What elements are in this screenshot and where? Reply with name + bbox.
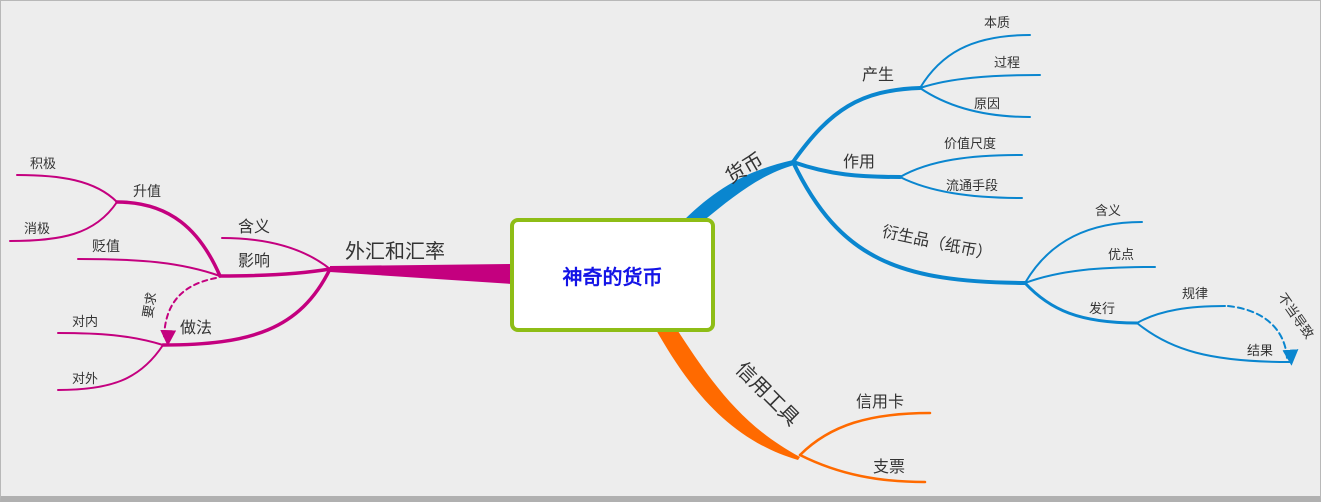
credit-child: 信用卡 xyxy=(856,392,904,411)
issue-child: 结果 xyxy=(1247,344,1273,359)
depreciation-label: 贬值 xyxy=(92,239,120,255)
function-child: 价值尺度 xyxy=(944,136,996,152)
branch-forex xyxy=(330,264,512,284)
branch-credit xyxy=(655,328,800,460)
origin-child: 原因 xyxy=(974,97,1000,112)
money-derivative-label: 衍生品（纸币） xyxy=(880,222,994,264)
forex-impact-label: 影响 xyxy=(238,251,270,270)
forex-meaning-label: 含义 xyxy=(238,217,270,236)
origin-child: 本质 xyxy=(984,16,1010,31)
forex-relation-label: 要求 xyxy=(141,291,160,319)
branch-money xyxy=(684,160,794,222)
issue-child: 规律 xyxy=(1182,287,1208,302)
money-origin-label: 产生 xyxy=(862,65,894,84)
practice-child: 对外 xyxy=(72,372,98,387)
credit-child: 支票 xyxy=(873,457,905,476)
practice-child: 对内 xyxy=(72,314,98,330)
function-child: 流通手段 xyxy=(946,179,998,194)
appreciation-child: 积极 xyxy=(30,157,56,172)
appreciation-child: 消极 xyxy=(24,222,50,237)
central-topic[interactable]: 神奇的货币 xyxy=(510,218,715,332)
forex-label: 外汇和汇率 xyxy=(345,239,445,263)
origin-child: 过程 xyxy=(994,56,1020,71)
forex-practice-label: 做法 xyxy=(180,318,212,337)
money-function-label: 作用 xyxy=(843,152,875,171)
issue-label: 发行 xyxy=(1089,301,1115,317)
appreciation-label: 升值 xyxy=(133,184,161,200)
central-topic-label: 神奇的货币 xyxy=(562,264,663,289)
derivative-child: 含义 xyxy=(1095,203,1121,219)
derivative-child: 优点 xyxy=(1108,248,1134,263)
